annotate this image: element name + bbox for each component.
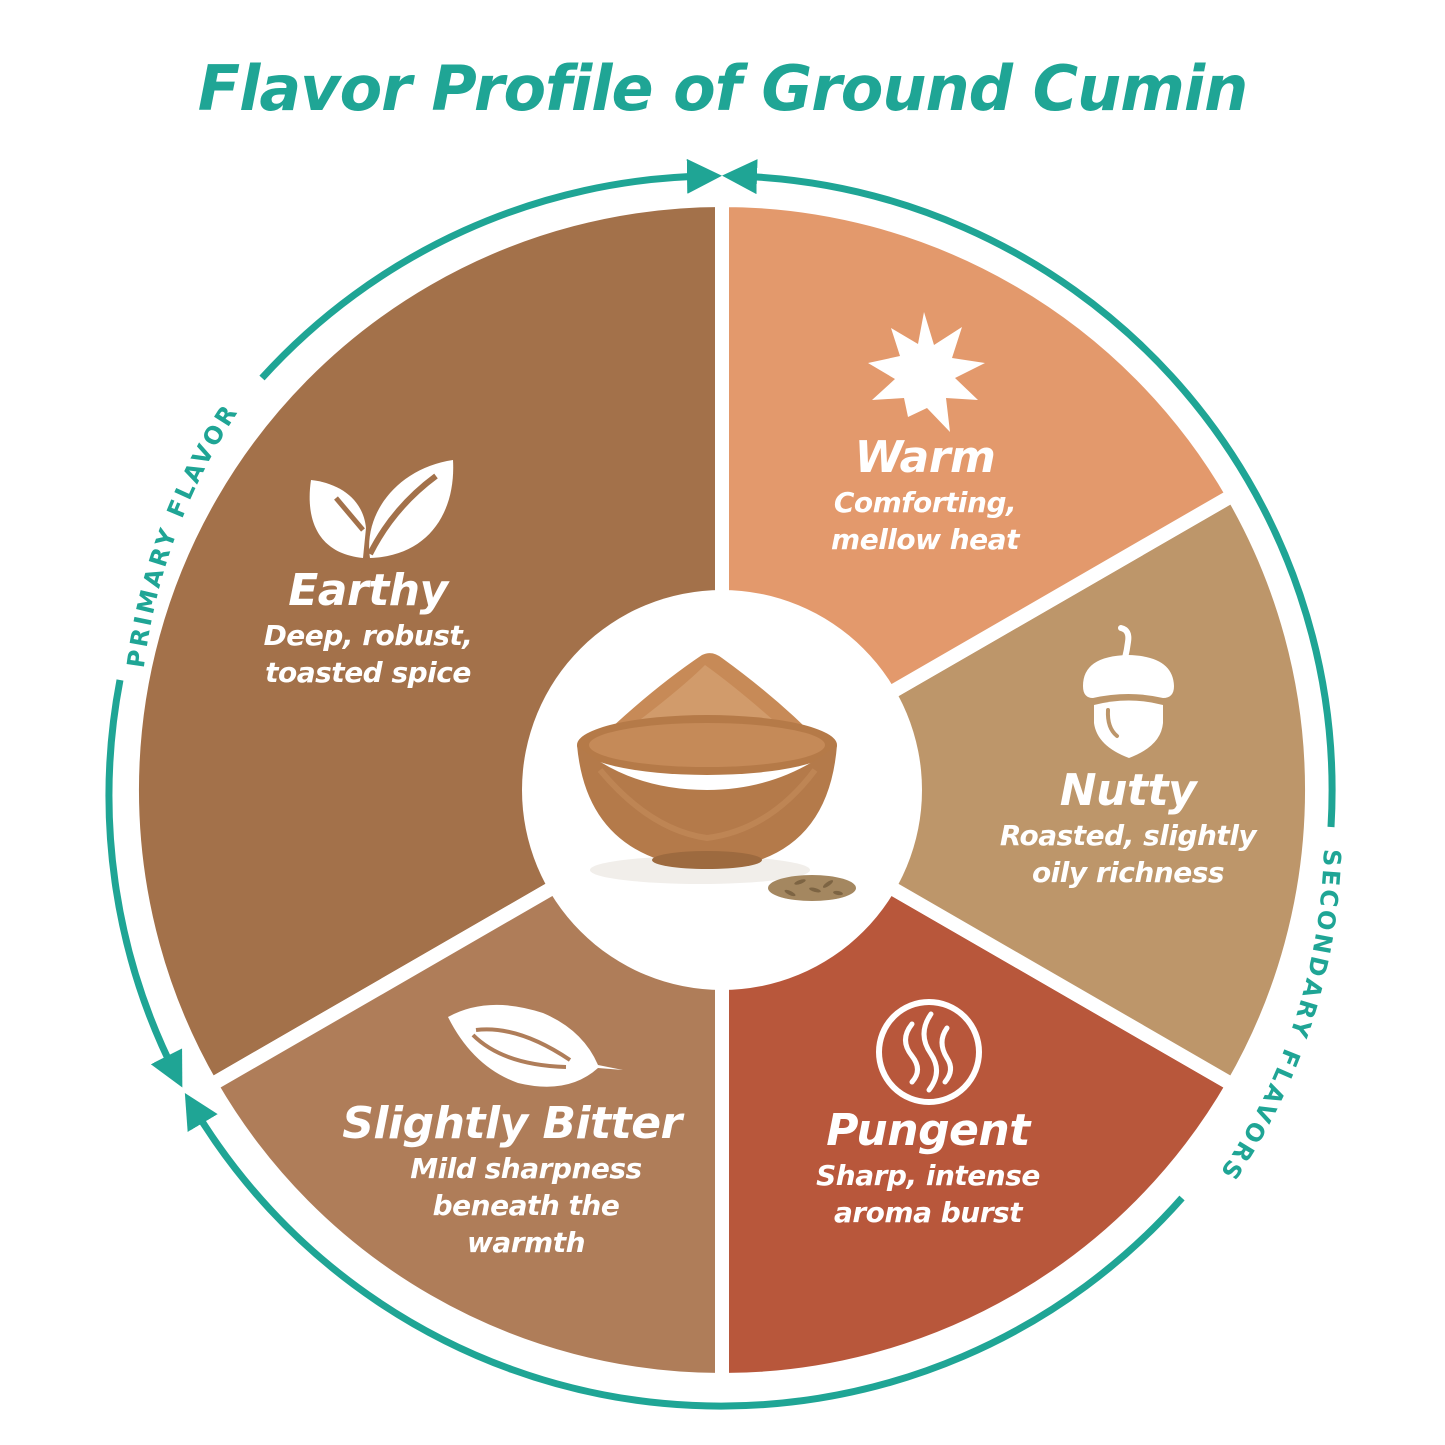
bay-leaf-icon: [448, 1004, 623, 1087]
segment-title: Warm: [854, 432, 996, 483]
segment-title: Nutty: [1059, 765, 1197, 816]
segment-desc-line: oily richness: [1031, 856, 1225, 889]
segment-desc-line: Comforting,: [833, 486, 1017, 519]
primary-arc-upper: [259, 158, 722, 381]
segment-warm-text: Warm Comforting, mellow heat: [775, 432, 1075, 558]
segment-desc-line: mellow heat: [831, 523, 1019, 556]
segment-earthy-text: Earthy Deep, robust, toasted spice: [218, 565, 518, 691]
segment-title: Slightly Bitter: [342, 1098, 682, 1149]
page-title: Flavor Profile of Ground Cumin: [197, 52, 1249, 125]
segment-pungent-text: Pungent Sharp, intense aroma burst: [778, 1105, 1078, 1231]
two-leaves-icon: [309, 460, 454, 558]
segment-slightly-bitter-text: Slightly Bitter Mild sharpness beneath t…: [322, 1098, 702, 1261]
segment-nutty-text: Nutty Roasted, slightly oily richness: [978, 765, 1278, 891]
segment-desc-line: Deep, robust,: [263, 619, 473, 652]
segment-desc-line: warmth: [466, 1226, 586, 1259]
segment-nutty: [707, 485, 1319, 1095]
segment-desc-line: aroma burst: [833, 1196, 1023, 1229]
starburst-icon: [868, 312, 985, 432]
acorn-icon: [1083, 625, 1174, 758]
bowl-of-ground-cumin-icon: [577, 653, 856, 901]
segment-title: Earthy: [288, 565, 448, 616]
secondary-arc-upper: [722, 159, 1336, 828]
segment-title: Pungent: [826, 1105, 1030, 1156]
segment-desc-line: Mild sharpness: [410, 1152, 642, 1185]
segment-desc-line: toasted spice: [265, 656, 471, 689]
ring-arrows: [105, 158, 1336, 1410]
segment-desc-line: Sharp, intense: [816, 1159, 1040, 1192]
secondary-arc-lower: [184, 1092, 1185, 1410]
aroma-waves-circle-icon: [876, 999, 982, 1105]
segment-desc-line: beneath the: [432, 1189, 620, 1222]
primary-arc-lower: [105, 679, 183, 1088]
segment-desc-line: Roasted, slightly: [999, 819, 1257, 852]
